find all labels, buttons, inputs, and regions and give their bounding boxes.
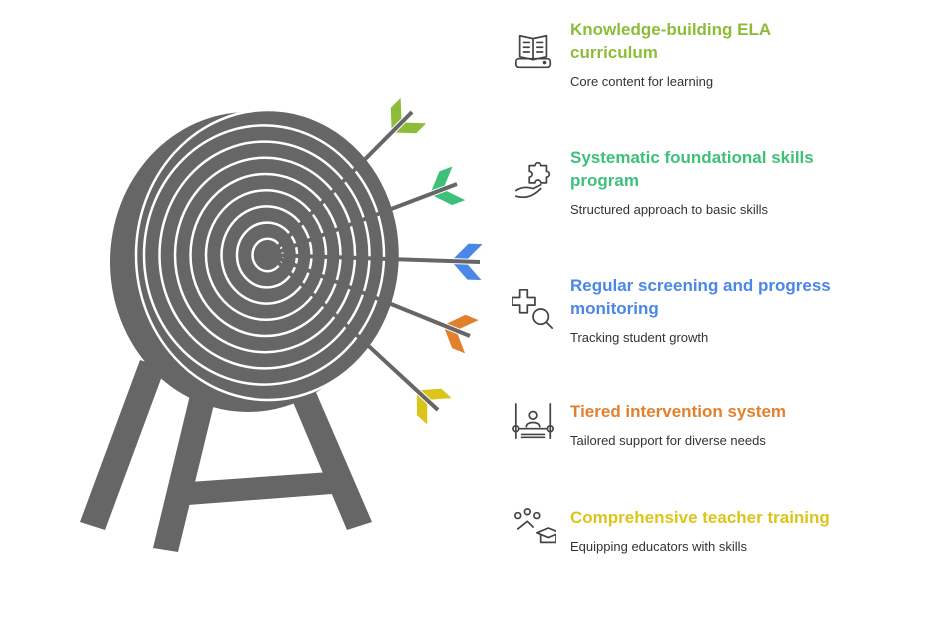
arrow-shaft: [278, 182, 458, 254]
arrow-fletching: [420, 388, 452, 400]
plus-magnifier-icon: [512, 288, 554, 329]
graduation-cap-icon: [514, 508, 556, 544]
arrow-shaft: [275, 260, 440, 412]
target-ring: [189, 172, 342, 338]
stand-crossbar: [188, 472, 332, 505]
arrow-fletching: [390, 97, 402, 129]
target-ring: [173, 156, 357, 354]
arrow-shaft: [275, 110, 414, 250]
arrow-fletching: [395, 122, 427, 134]
item-description: Core content for learning: [570, 74, 714, 89]
arrow-3: [279, 243, 483, 281]
target-ring: [142, 124, 386, 386]
arrow-fletching: [454, 243, 483, 259]
arrow-fletching: [431, 166, 453, 191]
stand-leg-right: [290, 390, 372, 530]
stand-leg-left: [80, 360, 165, 530]
stand-leg-middle: [153, 395, 215, 552]
item-title: Regular screening and progress monitorin…: [570, 276, 831, 318]
arrow-1: [275, 97, 427, 250]
puzzle-hand-icon: [514, 161, 551, 199]
arrow-fletching: [447, 314, 479, 329]
item-description: Tailored support for diverse needs: [570, 433, 766, 448]
tiered-person-icon: [512, 402, 554, 440]
item-description: Tracking student growth: [570, 330, 709, 345]
arrow-shaft: [279, 253, 481, 264]
arrow-5: [275, 260, 452, 425]
arrow-fletching: [433, 191, 466, 206]
item-title: Systematic foundational skills program: [570, 148, 814, 190]
target-board: [110, 108, 402, 412]
arrow-fletching: [444, 329, 466, 354]
arrow-fletching: [416, 394, 428, 425]
item-description: Structured approach to basic skills: [570, 202, 768, 217]
item-description: Equipping educators with skills: [570, 539, 748, 554]
arrow-shaft: [278, 256, 471, 338]
item-title: Comprehensive teacher training: [570, 508, 830, 527]
item-title: Tiered intervention system: [570, 402, 787, 421]
item-title: Knowledge-building ELA curriculum: [570, 20, 771, 62]
target-ring: [158, 140, 371, 370]
open-book-icon: [514, 34, 552, 69]
arrow-2: [278, 166, 466, 254]
target-stand: [80, 360, 372, 552]
arrow-fletching: [453, 264, 482, 281]
arrow-4: [278, 256, 479, 354]
